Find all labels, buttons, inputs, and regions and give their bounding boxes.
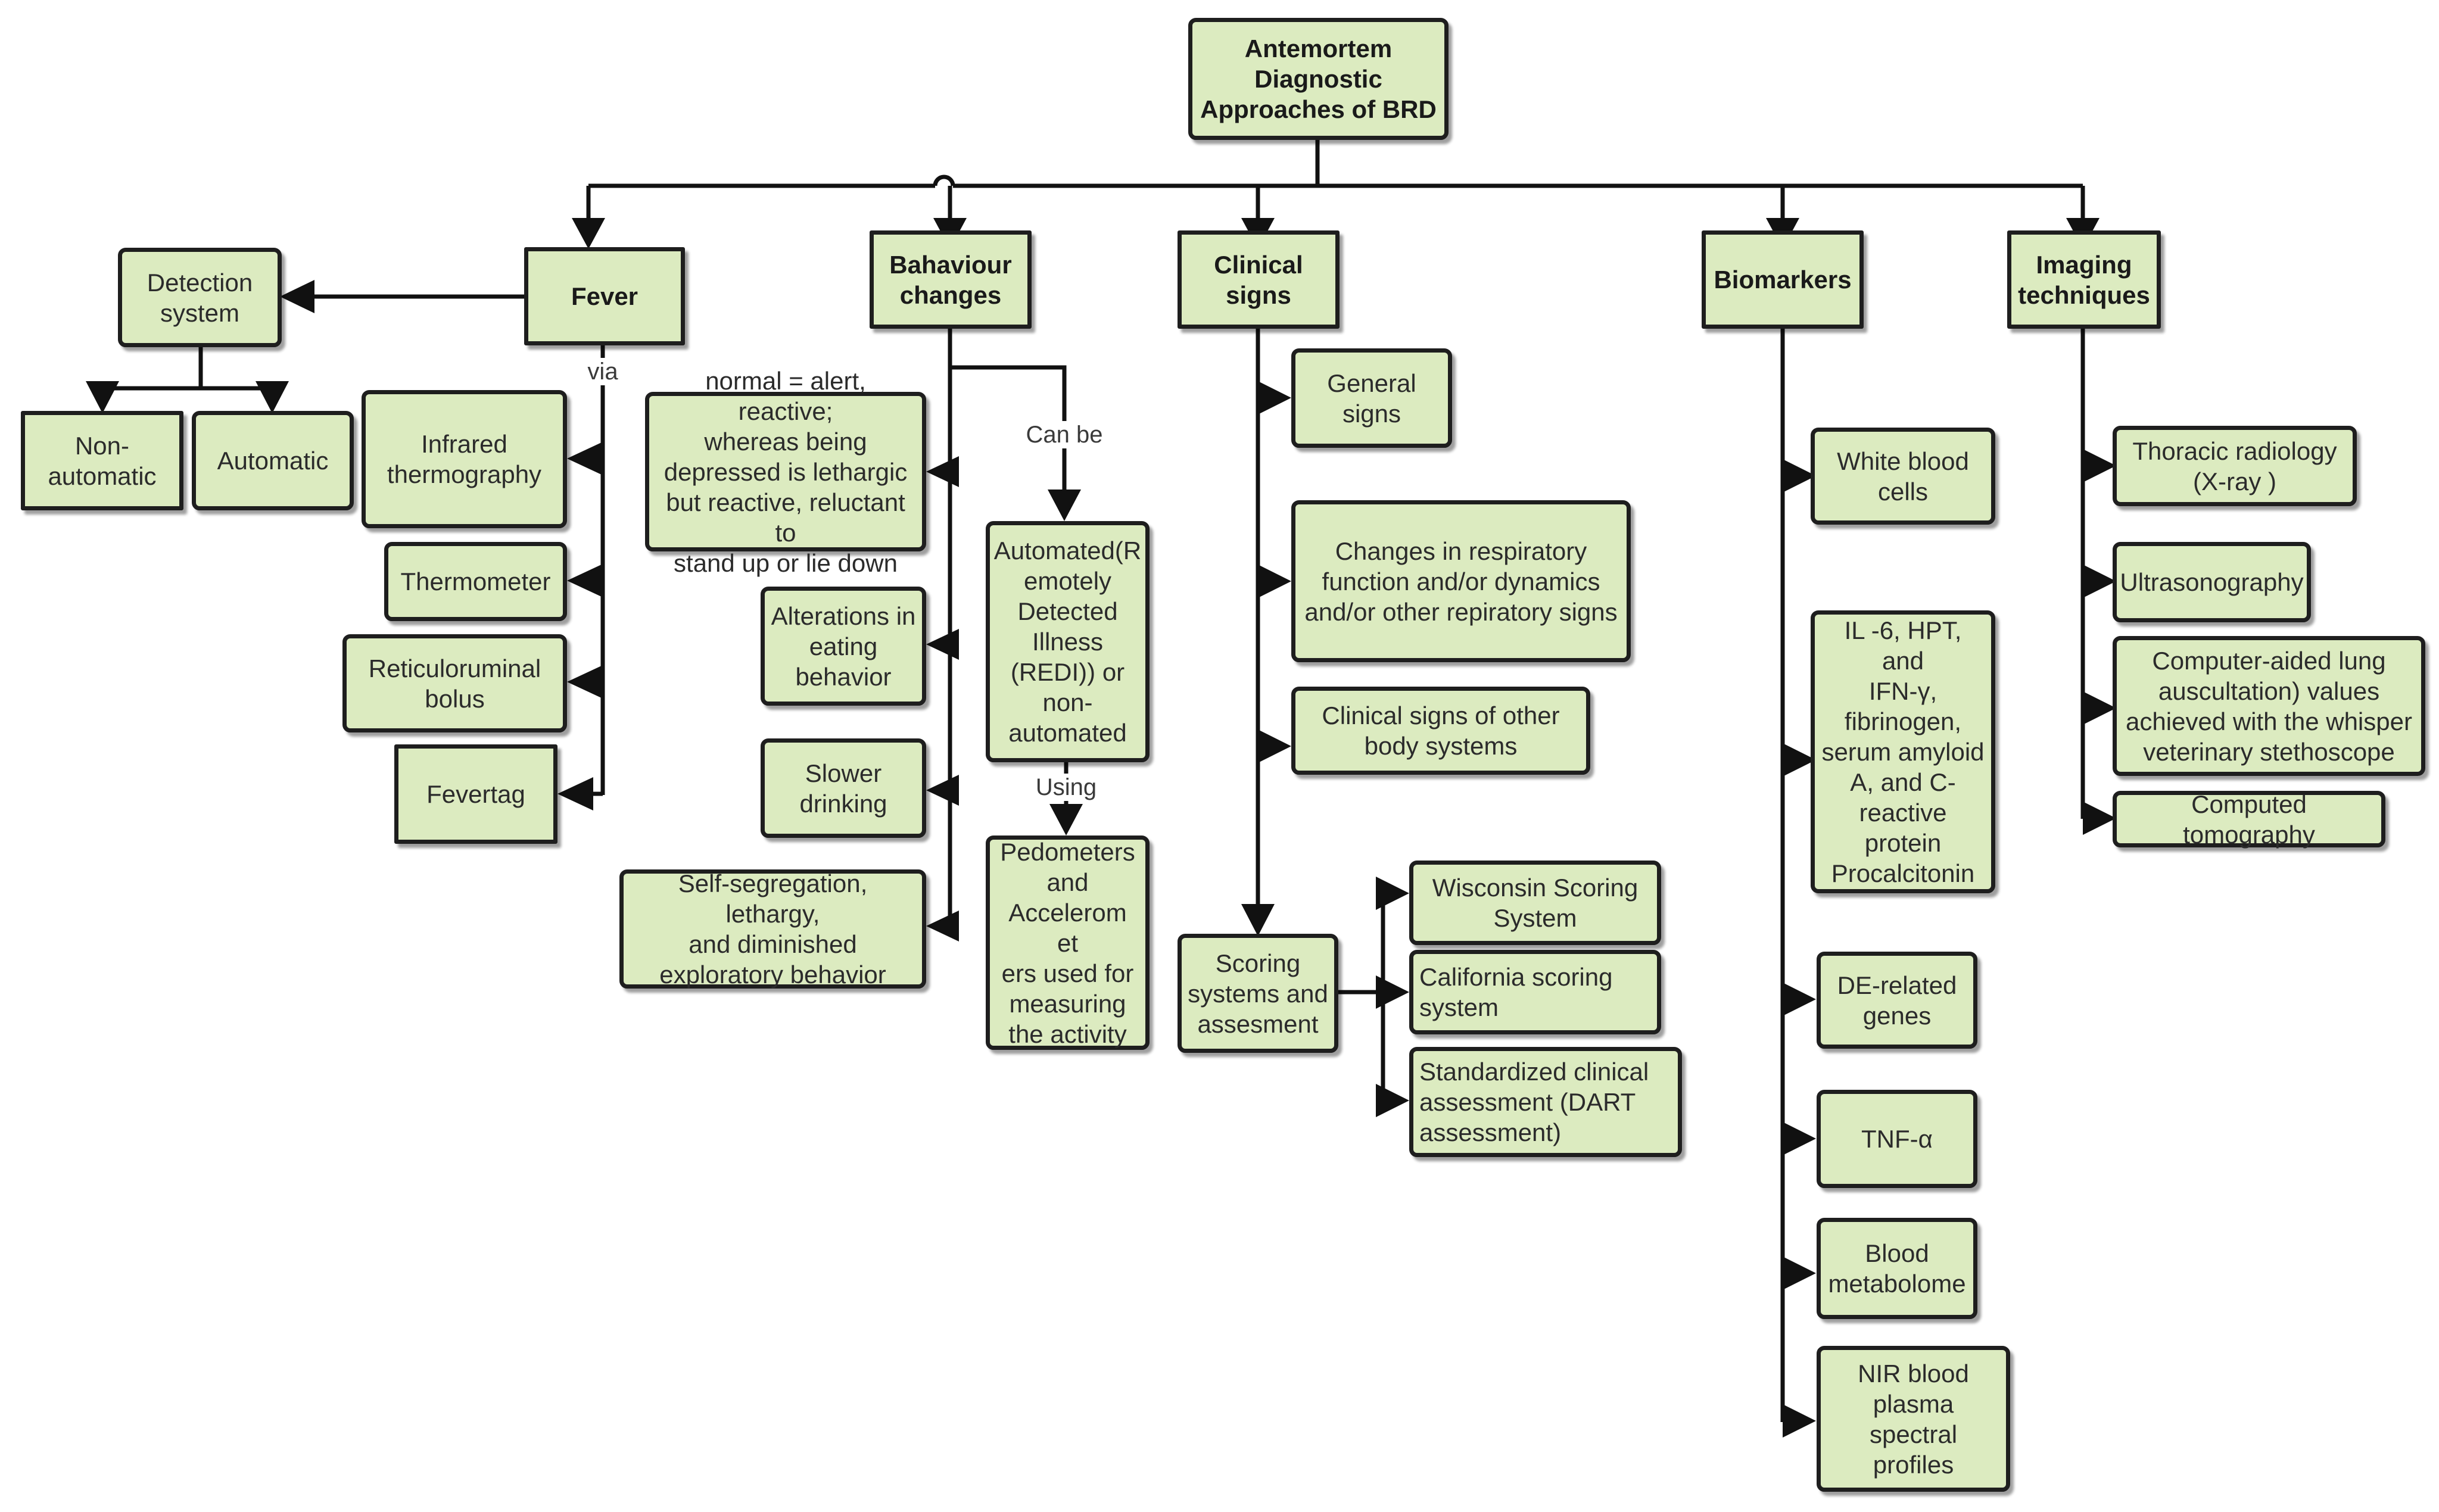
automated-label: Automated(R emotely Detected Illness (RE… [993,537,1142,747]
category-biomarkers: Biomarkers [1702,230,1864,329]
can-be-label: Can be [1022,421,1107,448]
via-label: via [584,358,622,385]
scoring-item-label: Wisconsin Scoring System [1432,874,1639,932]
clinical-item-respiratory: Changes in respiratory function and/or d… [1291,500,1631,662]
imaging-item-label: Ultrasonography [2120,568,2304,596]
scoring-item-california: California scoring system [1409,950,1661,1034]
imaging-item-label: Thoracic radiology (X-ray ) [2132,437,2337,495]
clinical-item-general: General signs [1291,348,1452,448]
clinical-item-label: General signs [1327,369,1416,428]
detection-system-label: Detection system [147,268,253,327]
using-label: Using [1032,774,1101,801]
biomarker-item-metabolome: Blood metabolome [1817,1218,1977,1319]
clinical-item-label: Clinical signs of other body systems [1322,702,1560,760]
behaviour-item-label: Slower drinking [799,759,887,818]
method-label: Reticuloruminal bolus [368,654,541,713]
biomarker-item-label: TNF-α [1861,1125,1933,1153]
root-node: Antemortem Diagnostic Approaches of BRD [1188,18,1449,140]
detection-system-node: Detection system [118,248,282,347]
behaviour-label: Bahaviour changes [889,250,1012,309]
pedometers-node: Pedometers and Accelerom et ers used for… [986,836,1150,1050]
biomarker-item-label: DE-related genes [1837,971,1957,1030]
non-automatic-node: Non- automatic [21,411,183,510]
scoring-label: Scoring systems and assesment [1188,949,1328,1038]
root-label: Antemortem Diagnostic Approaches of BRD [1200,35,1437,123]
clinical-label: Clinical signs [1214,250,1303,309]
clinical-item-label: Changes in respiratory function and/or d… [1304,537,1618,626]
fever-label: Fever [571,282,638,310]
scoring-item-wisconsin: Wisconsin Scoring System [1409,861,1661,945]
method-label: Fevertag [426,780,525,808]
method-label: Thermometer [400,568,551,596]
behaviour-item-segregation: Self-segregation, lethargy, and diminish… [619,869,926,989]
non-automatic-label: Non- automatic [48,431,157,490]
biomarkers-label: Biomarkers [1714,266,1852,294]
category-behaviour-changes: Bahaviour changes [870,230,1032,329]
fever-method-bolus: Reticuloruminal bolus [342,634,567,732]
imaging-item-ultrasonography: Ultrasonography [2113,542,2311,622]
biomarker-item-tnf: TNF-α [1817,1090,1977,1188]
fever-method-infrared: Infrared thermography [362,390,567,528]
category-fever: Fever [524,247,685,345]
scoring-item-label: California scoring system [1419,963,1613,1021]
imaging-item-ct: Computed tomography [2113,790,2385,849]
automatic-label: Automatic [217,447,329,475]
biomarker-item-wbc: White blood cells [1811,428,1995,525]
imaging-item-radiology: Thoracic radiology (X-ray ) [2113,426,2357,506]
biomarker-item-nir: NIR blood plasma spectral profiles [1817,1346,2010,1492]
clinical-item-other-systems: Clinical signs of other body systems [1291,687,1590,775]
method-label: Infrared thermography [387,430,542,488]
scoring-item-label: Standardized clinical assessment (DART a… [1419,1058,1649,1146]
biomarker-item-il6: IL -6, HPT, and IFN-γ, fibrinogen, serum… [1811,610,1995,893]
imaging-item-label: Computer-aided lung auscultation) values… [2126,646,2412,766]
biomarker-item-label: Blood metabolome [1828,1239,1966,1298]
scoring-node: Scoring systems and assesment [1178,934,1338,1053]
behaviour-item-label: Alterations in eating behavior [771,601,916,691]
biomarker-item-label: NIR blood plasma spectral profiles [1858,1359,1969,1479]
category-clinical-signs: Clinical signs [1178,230,1340,329]
fever-method-thermometer: Thermometer [384,542,567,621]
behaviour-item-alertness: normal = alert, reactive; whereas being … [645,367,926,577]
automated-node: Automated(R emotely Detected Illness (RE… [986,521,1150,762]
pedometers-label: Pedometers and Accelerom et ers used for… [1000,837,1135,1048]
fever-method-fevertag: Fevertag [394,744,557,844]
behaviour-item-label: normal = alert, reactive; whereas being … [664,366,908,577]
biomarker-item-label: White blood cells [1837,447,1969,506]
automatic-node: Automatic [192,411,354,510]
imaging-item-label: Computed tomography [2183,790,2315,849]
imaging-item-lung-auscultation: Computer-aided lung auscultation) values… [2113,636,2425,776]
biomarker-item-de-genes: DE-related genes [1817,952,1977,1049]
scoring-item-dart: Standardized clinical assessment (DART a… [1409,1047,1682,1157]
biomarker-item-label: IL -6, HPT, and IFN-γ, fibrinogen, serum… [1821,616,1985,887]
behaviour-item-label: Self-segregation, lethargy, and diminish… [659,869,886,989]
category-imaging-techniques: Imaging techniques [2007,230,2161,329]
behaviour-item-eating: Alterations in eating behavior [761,587,926,706]
behaviour-item-drinking: Slower drinking [761,738,926,838]
imaging-label: Imaging techniques [2018,250,2150,309]
